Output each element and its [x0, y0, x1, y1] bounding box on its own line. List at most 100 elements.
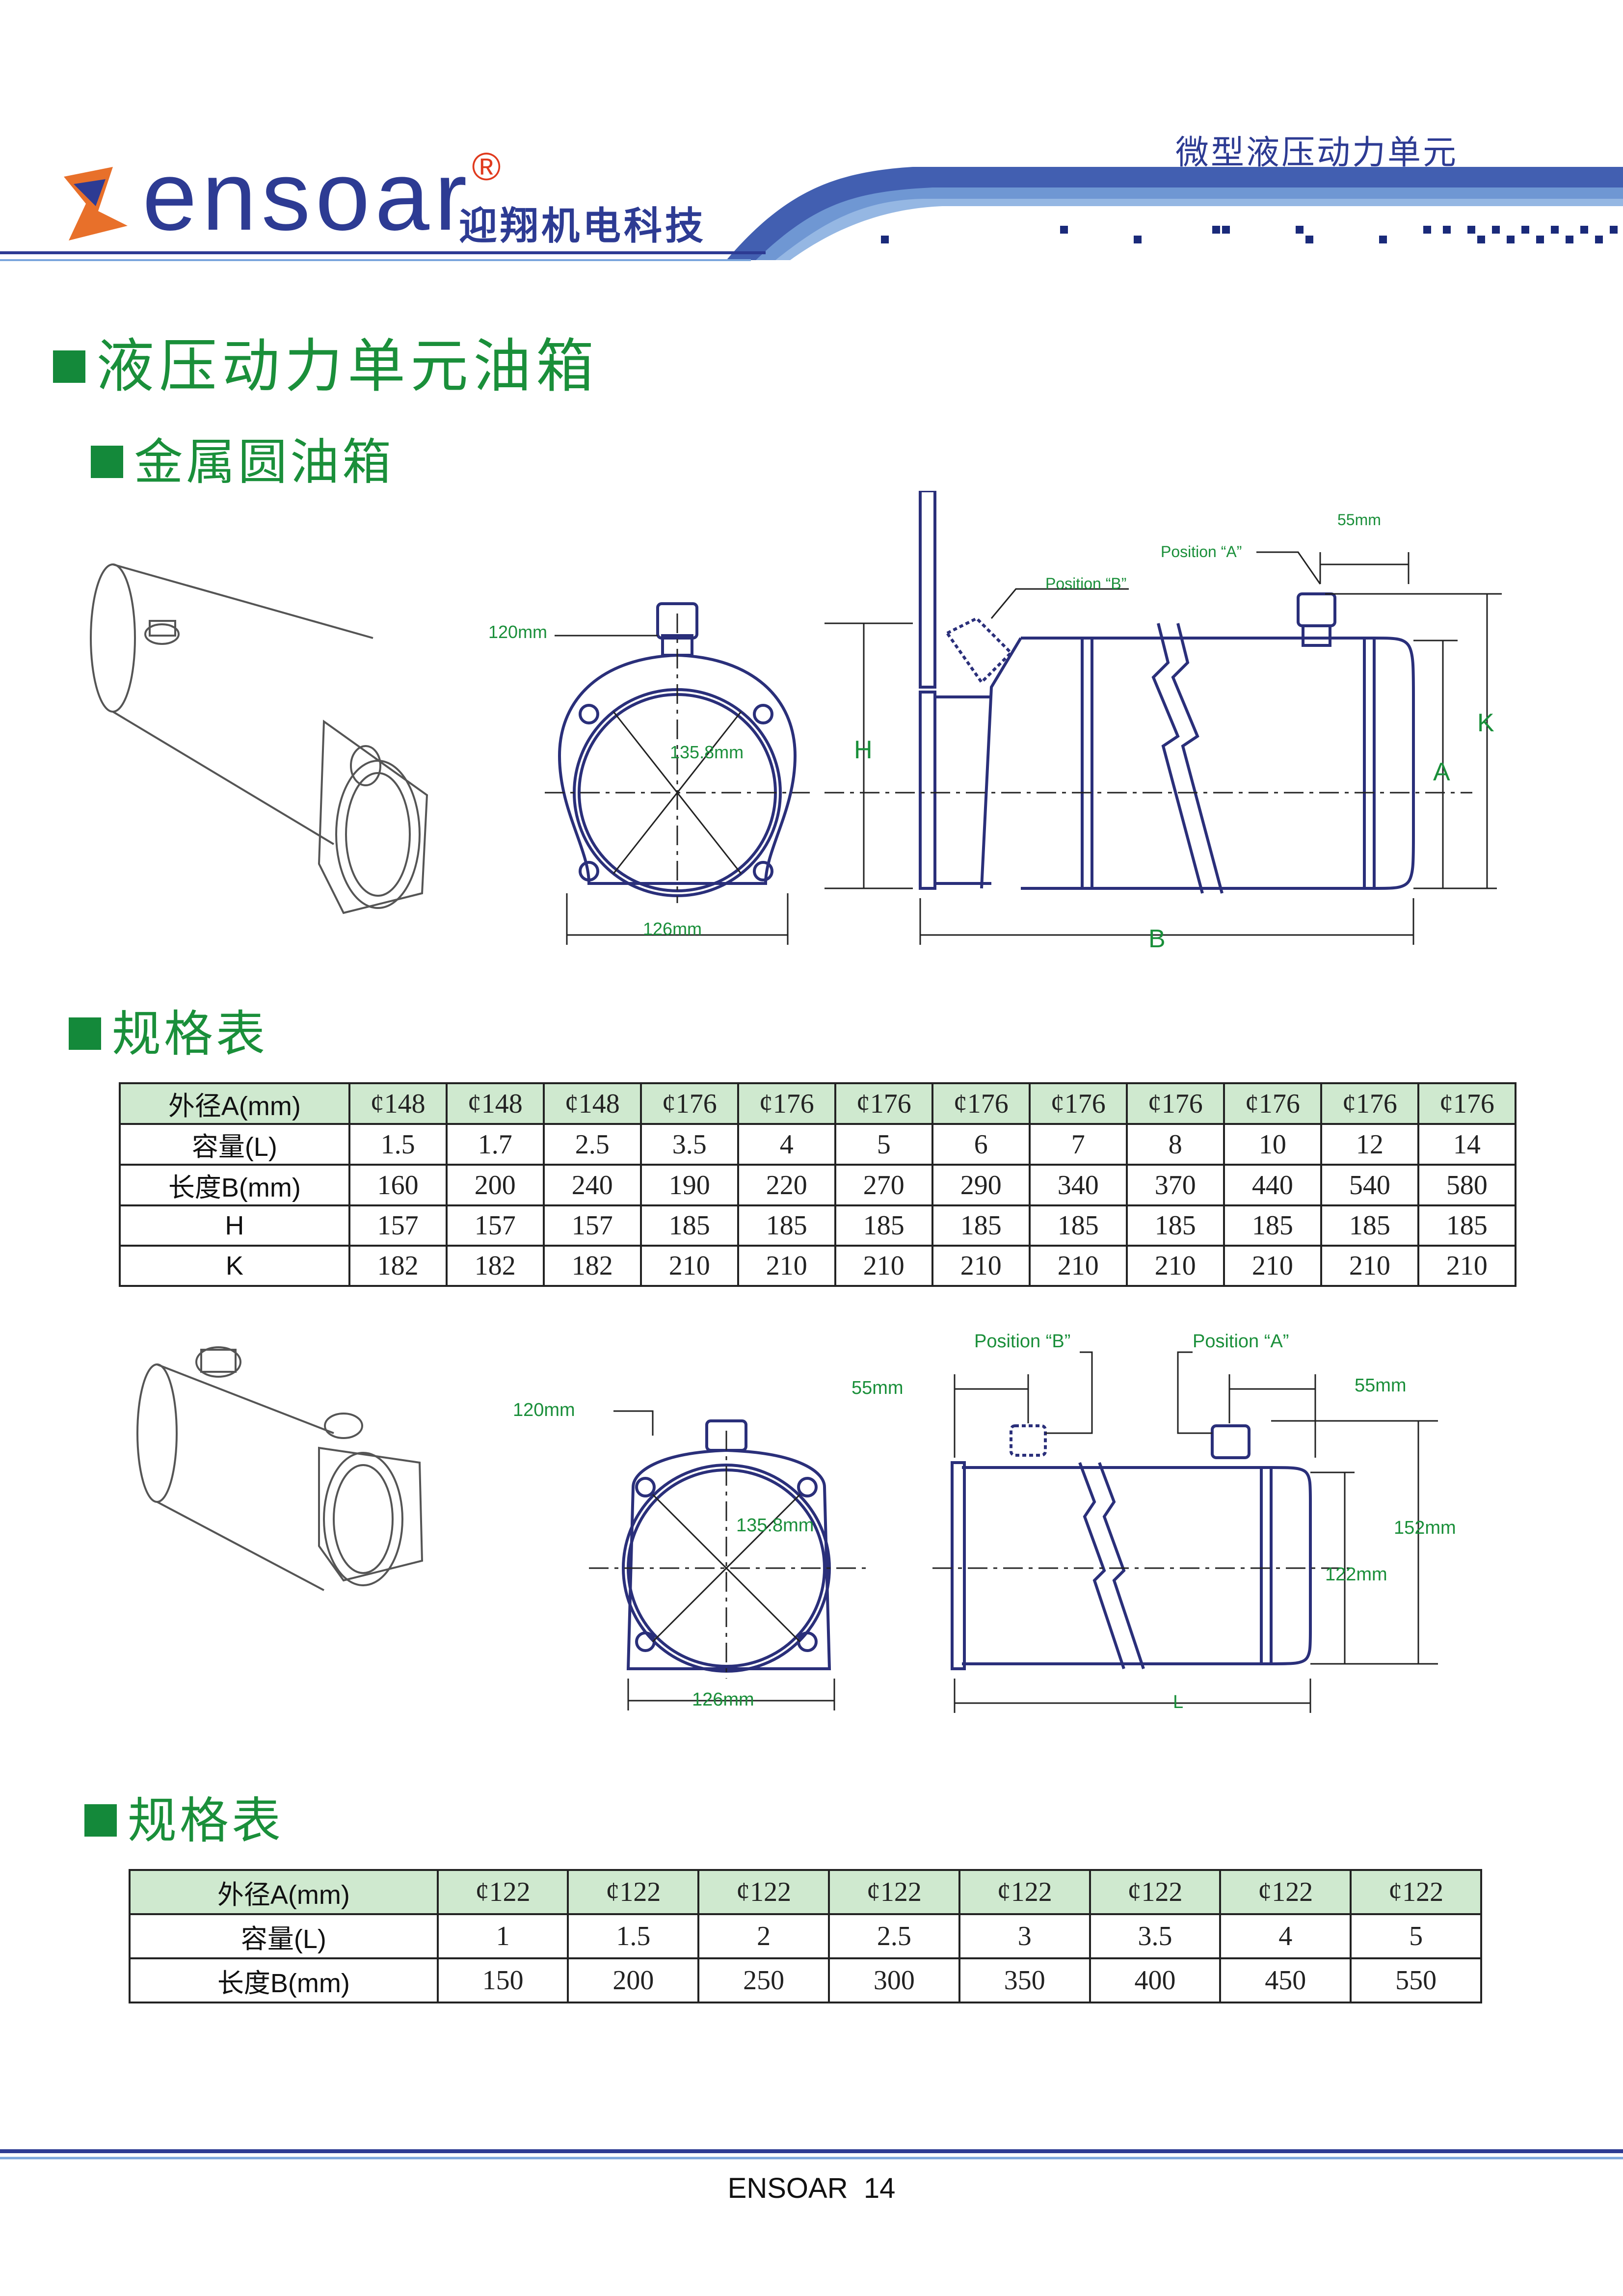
row-header-cell: 长度B(mm) [119, 1164, 350, 1206]
dim-126mm: 126mm [643, 919, 702, 939]
table-cell: 190 [639, 1164, 739, 1206]
brand-logo: ensoar® [142, 147, 506, 245]
tank-drawing-2: 120mm 135.8mm 126mm Position “B” Positio… [136, 1331, 1456, 1713]
tank-side-view-1 [919, 491, 1415, 894]
table-cell: ¢122 [1219, 1869, 1352, 1915]
table-cell: 185 [1320, 1204, 1419, 1247]
dim-a: A [1433, 758, 1450, 786]
footer-rule [0, 2149, 1623, 2160]
table-cell: ¢176 [1125, 1082, 1225, 1125]
table-row: 外径A(mm)¢122¢122¢122¢122¢122¢122¢122¢122 [129, 1869, 1482, 1915]
table-cell: 350 [958, 1957, 1091, 2003]
table-cell: ¢148 [542, 1082, 642, 1125]
table-cell: 182 [348, 1245, 448, 1287]
spec-table-1: 外径A(mm)¢148¢148¢148¢176¢176¢176¢176¢176¢… [119, 1082, 1517, 1287]
table-cell: 150 [436, 1957, 569, 2003]
table-cell: 185 [1028, 1204, 1128, 1247]
dim-135-8mm-2: 135.8mm [736, 1515, 814, 1536]
table-cell: 182 [542, 1245, 642, 1287]
position-a-label-2: Position “A” [1193, 1331, 1289, 1352]
table-cell: ¢148 [348, 1082, 448, 1125]
subsection-title: 金属圆油箱 [91, 422, 394, 493]
table-cell: 185 [639, 1204, 739, 1247]
dim-55mm-right: 55mm [1355, 1375, 1407, 1396]
header-tagline: 微型液压动力单元 [1175, 133, 1459, 172]
dim-55mm-left: 55mm [851, 1378, 904, 1398]
table-cell: ¢122 [828, 1869, 960, 1915]
dim-126mm-2: 126mm [692, 1689, 754, 1710]
table-cell: 210 [1125, 1245, 1225, 1287]
position-b-label-2: Position “B” [974, 1331, 1070, 1352]
table-cell: 157 [348, 1204, 448, 1247]
row-header-cell: H [119, 1204, 350, 1247]
dim-55mm: 55mm [1337, 511, 1381, 529]
table-cell: 182 [445, 1245, 545, 1287]
table-cell: 250 [697, 1957, 830, 2003]
footer-page-label: ENSOAR 14 [727, 2172, 896, 2204]
dim-120mm: 120mm [488, 622, 547, 642]
table-cell: 5 [1350, 1913, 1482, 1959]
table-cell: ¢176 [1028, 1082, 1128, 1125]
table-cell: 210 [1223, 1245, 1322, 1287]
table-cell: ¢176 [737, 1082, 836, 1125]
table-cell: 210 [1028, 1245, 1128, 1287]
brand-name: ensoar [142, 141, 472, 251]
table-cell: 185 [834, 1204, 933, 1247]
spec-table-title-2: 规格表 [84, 1781, 284, 1852]
table-cell: 210 [931, 1245, 1031, 1287]
table-cell: ¢176 [931, 1082, 1031, 1125]
dim-135-8mm: 135.8mm [670, 742, 744, 762]
row-header-cell: K [119, 1245, 350, 1287]
header-banner [0, 167, 1623, 261]
table-cell: 220 [737, 1164, 836, 1206]
table-cell: ¢122 [1350, 1869, 1482, 1915]
table-cell: 4 [737, 1123, 836, 1166]
table-cell: 157 [542, 1204, 642, 1247]
dim-k: K [1477, 709, 1494, 737]
table-cell: ¢122 [567, 1869, 700, 1915]
table-cell: 340 [1028, 1164, 1128, 1206]
table-row: 外径A(mm)¢148¢148¢148¢176¢176¢176¢176¢176¢… [119, 1082, 1517, 1125]
bullet-square-icon [84, 1804, 117, 1837]
table-cell: 2.5 [542, 1123, 642, 1166]
table-cell: 185 [1125, 1204, 1225, 1247]
dim-l: L [1173, 1692, 1183, 1712]
table-cell: 7 [1028, 1123, 1128, 1166]
table-cell: 450 [1219, 1957, 1352, 2003]
table-cell: 5 [834, 1123, 933, 1166]
table-cell: 185 [931, 1204, 1031, 1247]
registered-icon: ® [472, 145, 506, 188]
position-a-label: Position “A” [1161, 543, 1242, 561]
row-header-cell: 容量(L) [119, 1123, 350, 1166]
table-cell: ¢148 [445, 1082, 545, 1125]
table-cell: 550 [1350, 1957, 1482, 2003]
row-header-cell: 外径A(mm) [129, 1869, 439, 1915]
table-cell: 1.5 [348, 1123, 448, 1166]
table-cell: 185 [1417, 1204, 1517, 1247]
table-cell: 185 [1223, 1204, 1322, 1247]
bullet-square-icon [91, 445, 123, 478]
table-cell: 4 [1219, 1913, 1352, 1959]
table-cell: 210 [639, 1245, 739, 1287]
table-cell: 370 [1125, 1164, 1225, 1206]
table-cell: 400 [1089, 1957, 1222, 2003]
section-title: 液压动力单元油箱 [53, 319, 599, 403]
dim-152mm: 152mm [1394, 1518, 1456, 1538]
table-cell: 1.7 [445, 1123, 545, 1166]
table-cell: 200 [567, 1957, 700, 2003]
table-cell: 3.5 [639, 1123, 739, 1166]
table-cell: ¢122 [697, 1869, 830, 1915]
table-cell: 270 [834, 1164, 933, 1206]
table-cell: ¢122 [1089, 1869, 1222, 1915]
dim-120mm-2: 120mm [513, 1400, 575, 1420]
table-cell: 185 [737, 1204, 836, 1247]
table-cell: 200 [445, 1164, 545, 1206]
table-cell: 3.5 [1089, 1913, 1222, 1959]
tank-3d-view-2 [136, 1346, 424, 1591]
